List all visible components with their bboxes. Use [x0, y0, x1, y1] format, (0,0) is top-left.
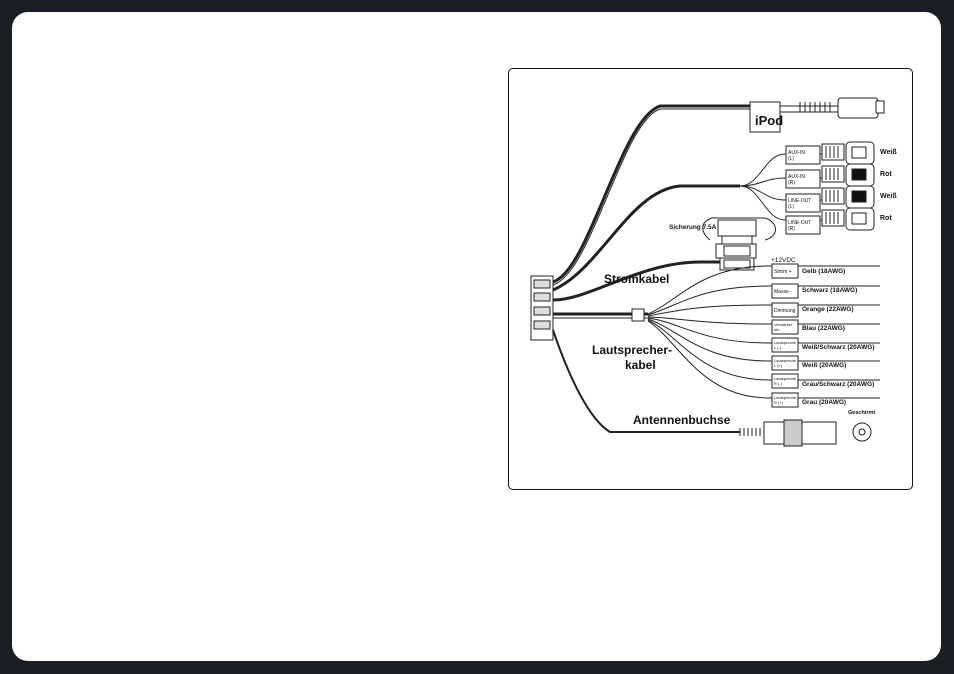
- rca-color-2: Rot: [880, 171, 892, 178]
- wire-label-3: Orange (22AWG): [802, 306, 854, 313]
- wire-box-8-line-1: Lautspreche: [774, 395, 797, 400]
- ipod-cable: [552, 104, 750, 284]
- ipod-label: iPod: [755, 113, 783, 128]
- wire-box-6-line-1: Lautspreche: [774, 358, 797, 363]
- lautsprecher-label-2: kabel: [625, 358, 656, 372]
- wire-box-6-line-2: L (+): [774, 363, 783, 368]
- wire-box-4-line-1: Verstärker: [774, 322, 793, 327]
- wire-box-8-line-2: R (+): [774, 400, 784, 405]
- wire-box-5-line-1: Lautspreche: [774, 340, 797, 345]
- rca-box-4-line-2: (R): [788, 226, 795, 232]
- wire-1: [647, 265, 880, 315]
- ipod-plug: [749, 101, 781, 133]
- wire-label-8: Grau (20AWG): [802, 399, 846, 406]
- wire-box-7-line-2: R (-): [774, 381, 783, 386]
- fuse-label: Sicherung 7.5A: [669, 224, 717, 231]
- wire-label-4: Blau (22AWG): [802, 325, 845, 332]
- lautsprecher-label-1: Lautsprecher-: [592, 343, 672, 357]
- wire-label-5: Weiß/Schwarz (20AWG): [802, 344, 874, 351]
- wire-box-4-line-2: ein: [774, 327, 779, 332]
- rca-color-1: Weiß: [880, 149, 897, 156]
- rca-color-3: Weiß: [880, 193, 897, 200]
- stromkabel-label: Stromkabel: [604, 272, 669, 286]
- power-cable: [552, 260, 720, 302]
- wire-3: [647, 304, 880, 317]
- wire-box-5-line-2: L (-): [774, 345, 782, 350]
- rca-box-3-line-1: LINE-OUT: [788, 198, 811, 204]
- diagram-frame: [508, 68, 913, 490]
- wire-box-7-line-1: Lautspreche: [774, 376, 797, 381]
- wire-label-1: Gelb (18AWG): [802, 268, 845, 275]
- rca-box-1: [785, 145, 821, 165]
- wire-6: [647, 318, 880, 362]
- voltage-label: +12VDC: [771, 257, 796, 264]
- wire-box-3: Dimmung: [774, 308, 796, 314]
- wire-label-6: Weiß (20AWG): [802, 362, 846, 369]
- geschirmt-label: Geschirmt: [848, 410, 875, 416]
- rca-box-1-line-1: AUX-IN: [788, 150, 805, 156]
- wire-8: [647, 320, 880, 399]
- wire-2: [647, 285, 880, 316]
- rca-box-4: [785, 215, 821, 235]
- rca-box-3-line-2: (L): [788, 204, 794, 210]
- antenna-plug: [763, 419, 837, 447]
- rca-box-2: [785, 169, 821, 189]
- wire-7: [647, 319, 880, 381]
- antenne-label: Antennenbuchse: [633, 413, 731, 427]
- wire-5: [647, 317, 880, 344]
- rca-box-2-line-1: AUX-IN: [788, 174, 805, 180]
- antenna-cable: [552, 329, 740, 433]
- fuse-holder: [715, 219, 757, 271]
- rca-box-2-line-2: (R): [788, 180, 795, 186]
- rca-color-4: Rot: [880, 215, 892, 222]
- rca-box-4-line-1: LINE-OUT: [788, 220, 811, 226]
- rca-box-1-line-2: (L): [788, 156, 794, 162]
- wire-4: [647, 316, 880, 325]
- wire-box-2: Masse -: [774, 289, 792, 295]
- wire-label-7: Grau/Schwarz (20AWG): [802, 381, 874, 388]
- wire-box-1: Strom +: [774, 269, 792, 275]
- wire-label-2: Schwarz (18AWG): [802, 287, 857, 294]
- rca-cable: [552, 184, 740, 292]
- rca-box-3: [785, 193, 821, 213]
